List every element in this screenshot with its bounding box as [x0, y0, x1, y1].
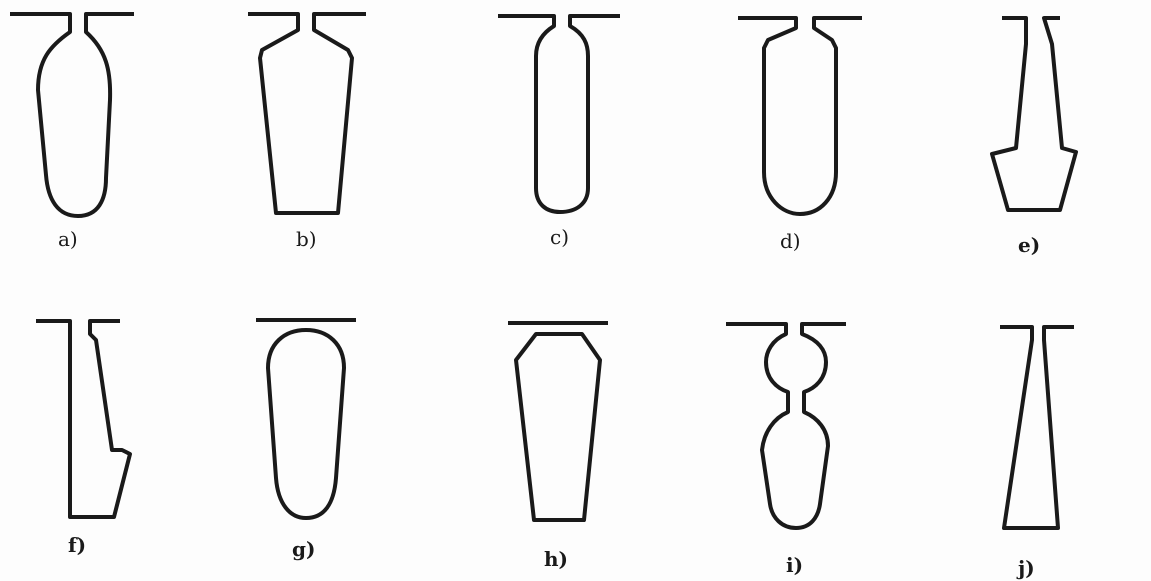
slot-outline [760, 322, 830, 530]
subfigure-label-a: a) [58, 227, 78, 251]
slot-outline [990, 16, 1078, 212]
subfigure-label-f: f) [68, 533, 86, 557]
subfigure-a: a) [10, 12, 134, 251]
slot-outline [266, 328, 346, 520]
subfigure-label-e: e) [1018, 233, 1040, 257]
slot-outline [1002, 325, 1060, 530]
slot-outline [36, 12, 113, 218]
subfigure-label-h: h) [544, 547, 568, 571]
subfigure-b: b) [248, 12, 366, 251]
slot-outline [762, 16, 838, 216]
subfigure-label-g: g) [292, 537, 315, 561]
subfigure-j: j) [1000, 325, 1074, 580]
subfigure-f: f) [36, 319, 132, 557]
subfigure-label-j: j) [1016, 556, 1035, 580]
subfigure-i: i) [726, 322, 846, 577]
subfigure-label-i: i) [786, 553, 803, 577]
slot-outline [534, 14, 590, 214]
slot-outline [68, 319, 132, 519]
subfigure-g: g) [256, 318, 356, 561]
slot-outline [514, 332, 602, 522]
subfigure-c: c) [498, 14, 620, 249]
subfigure-label-d: d) [780, 229, 801, 253]
subfigure-e: e) [990, 16, 1078, 257]
subfigure-label-b: b) [296, 227, 317, 251]
subfigure-label-c: c) [550, 225, 569, 249]
slot-outline [258, 12, 354, 215]
subfigure-h: h) [508, 321, 608, 571]
subfigure-d: d) [738, 16, 862, 253]
